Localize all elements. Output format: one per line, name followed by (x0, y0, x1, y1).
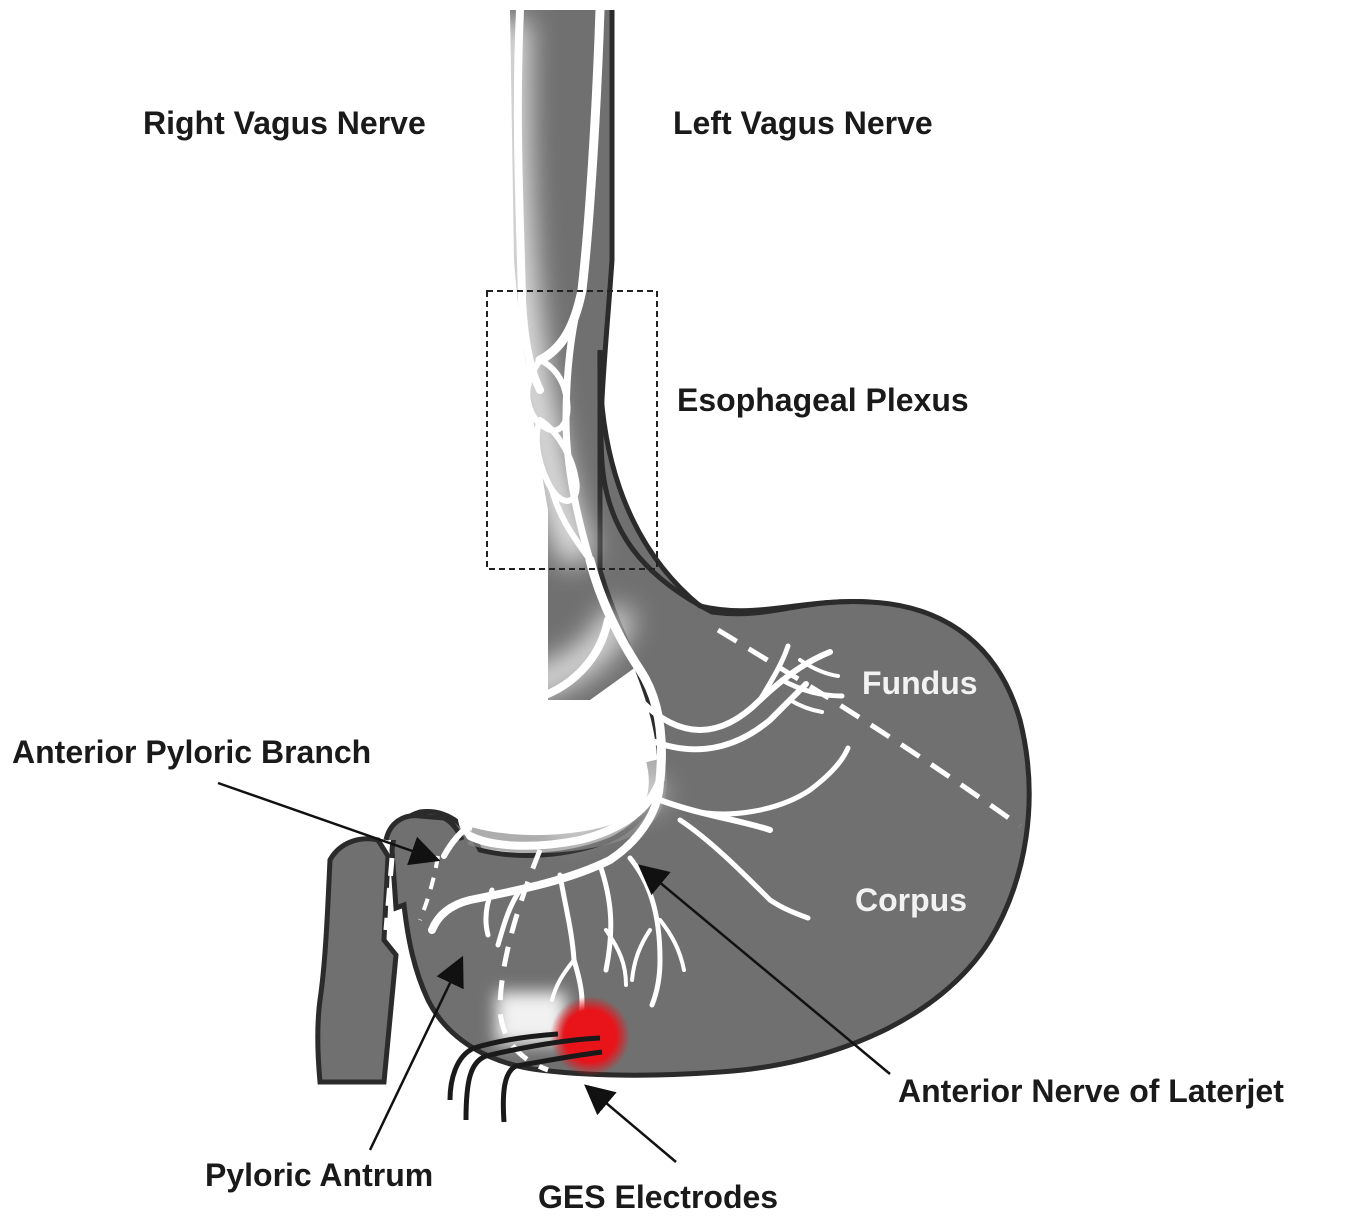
label-ges-electrodes: GES Electrodes (538, 1179, 778, 1215)
label-left-vagus-nerve: Left Vagus Nerve (673, 105, 933, 141)
arrow-ges-electrodes (586, 1086, 676, 1162)
label-corpus: Corpus (855, 882, 967, 918)
stomach-body (318, 10, 1029, 1082)
stomach-outline (392, 350, 1029, 1075)
label-pyloric-antrum: Pyloric Antrum (205, 1157, 433, 1193)
label-anterior-pyloric-branch: Anterior Pyloric Branch (12, 734, 371, 770)
label-anterior-nerve-of-laterjet: Anterior Nerve of Laterjet (898, 1073, 1284, 1109)
electrode-highlight (550, 996, 630, 1076)
label-fundus: Fundus (862, 665, 978, 701)
label-esophageal-plexus: Esophageal Plexus (677, 382, 969, 418)
label-right-vagus-nerve: Right Vagus Nerve (143, 105, 426, 141)
duodenum (318, 839, 396, 1082)
